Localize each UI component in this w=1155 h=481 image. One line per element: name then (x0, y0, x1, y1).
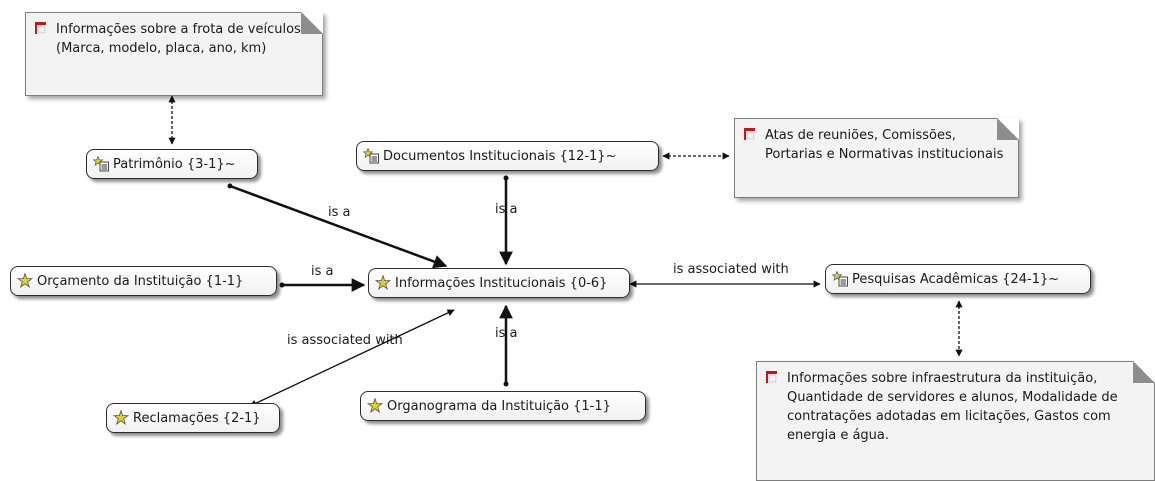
node-label: Reclamações {2-1} (133, 410, 261, 426)
note-frota[interactable]: Informações sobre a frota de veículos (M… (25, 12, 323, 96)
topic-icon (367, 398, 383, 414)
note-icon (743, 127, 757, 141)
note-icon (765, 370, 779, 384)
note-text: Atas de reuniões, Comissões, Portarias e… (765, 128, 1004, 162)
link-patrimonio-start (227, 183, 233, 189)
note-fold (301, 12, 323, 34)
node-label: Organograma da Instituição {1-1} (387, 398, 611, 414)
link-label-reclamacoes: is associated with (287, 333, 403, 348)
topic-icon (113, 410, 129, 426)
topic-documentos-institucionais[interactable]: Documentos Institucionais {12-1}~ (356, 141, 659, 171)
topic-icon (375, 275, 391, 291)
note-infra[interactable]: Informações sobre infraestrutura da inst… (756, 361, 1155, 481)
link-label-orcamento: is a (311, 264, 334, 279)
link-label-pesquisas: is associated with (673, 262, 789, 277)
node-label: Orçamento da Instituição {1-1} (37, 273, 244, 289)
topic-icon (17, 273, 33, 289)
link-label-organograma: is a (495, 326, 518, 341)
link-documentos-start (503, 175, 509, 181)
topic-organograma[interactable]: Organograma da Instituição {1-1} (360, 391, 646, 421)
topic-group-icon (832, 271, 848, 287)
link-patrimonio[interactable] (229, 184, 448, 269)
note-text: Informações sobre a frota de veículos (M… (56, 22, 301, 56)
link-organograma-start (503, 381, 509, 387)
node-label: Informações Institucionais {0-6} (395, 275, 608, 291)
link-label-patrimonio: is a (328, 205, 351, 220)
topic-patrimonio[interactable]: Patrimônio {3-1}~ (86, 149, 258, 179)
topic-orcamento[interactable]: Orçamento da Instituição {1-1} (10, 266, 277, 296)
node-label: Patrimônio {3-1}~ (113, 156, 236, 172)
topic-group-icon (93, 156, 109, 172)
note-text: Informações sobre infraestrutura da inst… (787, 371, 1118, 443)
node-label: Pesquisas Acadêmicas {24-1}~ (852, 271, 1060, 287)
note-atas[interactable]: Atas de reuniões, Comissões, Portarias e… (734, 118, 1019, 198)
topic-group-icon (363, 148, 379, 164)
topic-reclamacoes[interactable]: Reclamações {2-1} (106, 403, 280, 433)
topic-informacoes-institucionais[interactable]: Informações Institucionais {0-6} (368, 268, 630, 298)
note-fold (997, 118, 1019, 140)
link-reclamacoes[interactable] (249, 309, 455, 407)
topic-pesquisas-academicas[interactable]: Pesquisas Acadêmicas {24-1}~ (825, 264, 1091, 294)
link-orcamento-start (279, 282, 285, 288)
note-fold (1133, 361, 1155, 383)
node-label: Documentos Institucionais {12-1}~ (383, 148, 617, 164)
link-label-documentos: is a (495, 202, 518, 217)
note-icon (34, 21, 48, 35)
